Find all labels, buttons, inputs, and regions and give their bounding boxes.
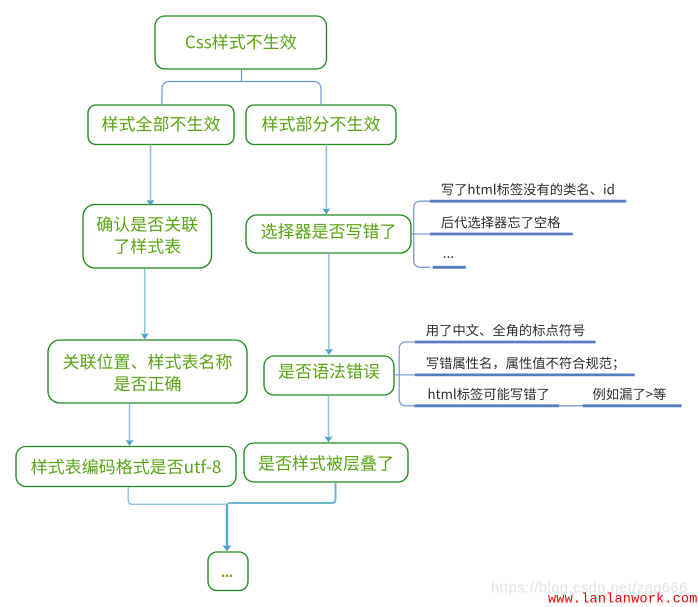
svg-text:www.lanlanwork.com: www.lanlanwork.com <box>548 593 698 607</box>
svg-text:https://blog.csdn.net/zaq666: https://blog.csdn.net/zaq666 <box>491 581 688 597</box>
